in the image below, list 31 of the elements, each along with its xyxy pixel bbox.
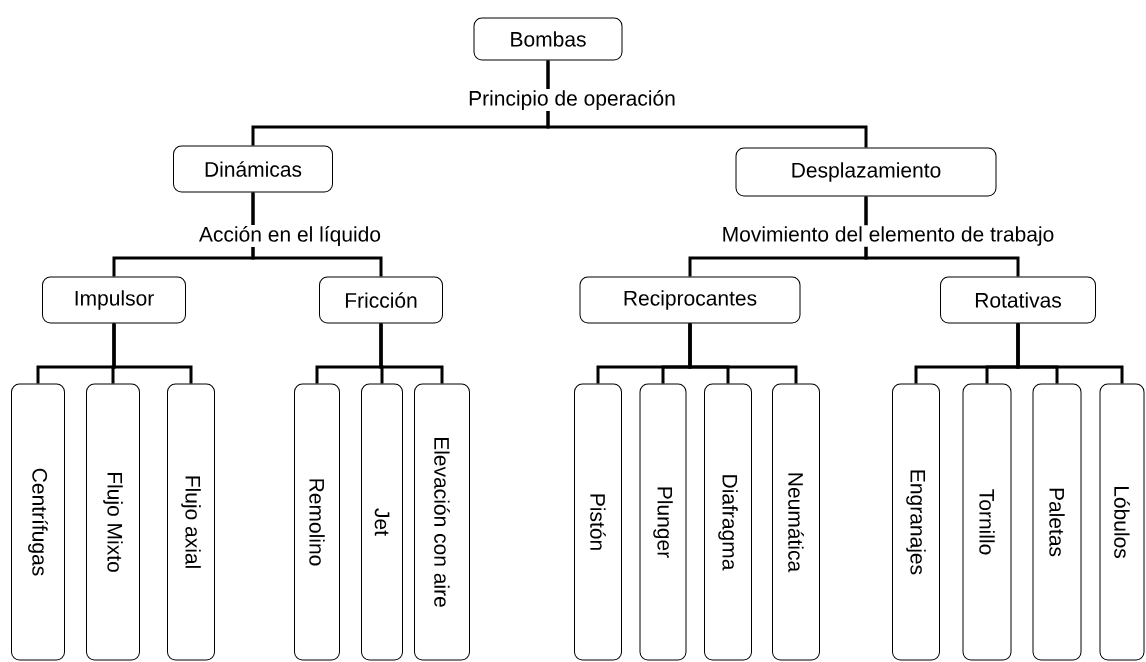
category-box: Diafragma	[704, 383, 752, 661]
connector	[688, 323, 798, 384]
class-box: Fricción	[319, 276, 443, 324]
category-box: Paletas	[1032, 383, 1082, 661]
edge-label: Principio de operación	[467, 89, 677, 111]
class-box: Bombas	[473, 17, 623, 61]
category-box: Neumática	[772, 383, 820, 661]
connector	[251, 192, 383, 277]
edge-label: Acción en el líquido	[197, 225, 383, 247]
class-box: Reciprocantes	[579, 276, 801, 324]
category-box: Flujo Mixto	[86, 383, 140, 661]
category-box: Elevación con aire	[414, 383, 470, 661]
connector	[1016, 323, 1124, 384]
connector	[112, 323, 193, 384]
category-box: Centrífugas	[11, 383, 65, 661]
connector	[546, 60, 868, 148]
category-box: Remolino	[294, 383, 340, 661]
connector	[864, 196, 1020, 277]
category-box: Plunger	[639, 383, 687, 661]
class-box: Impulsor	[42, 276, 186, 324]
connector	[379, 323, 444, 384]
class-box: Desplazamiento	[735, 147, 997, 197]
edge-label: Movimiento del elemento de trabajo	[720, 225, 1056, 247]
category-box: Tornillo	[962, 383, 1012, 661]
category-box: Jet	[361, 383, 403, 661]
category-box: Lóbulos	[1099, 383, 1145, 661]
category-box: Pistón	[574, 383, 622, 661]
category-box: Flujo axial	[167, 383, 215, 661]
class-box: Dinámicas	[173, 145, 333, 193]
category-box: Engranajes	[892, 383, 940, 661]
class-box: Rotativas	[940, 276, 1096, 324]
